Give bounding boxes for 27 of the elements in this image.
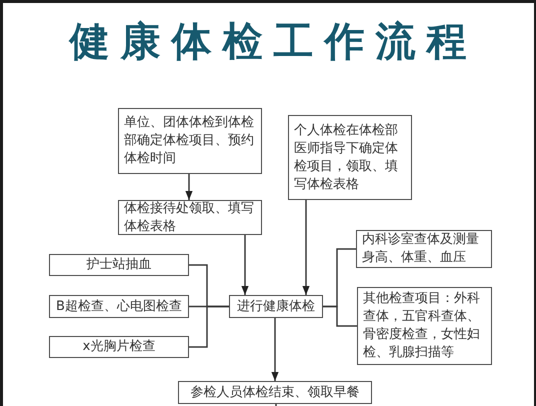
process-box: [229, 295, 323, 318]
step-text: 其他检查项目：外科查体，五官科查体、骨密度检查，女性妇检、乳腺扫描等: [363, 290, 481, 362]
process-box: [178, 381, 372, 404]
connector-line: [275, 404, 277, 406]
process-box: [49, 295, 189, 318]
process-box: [356, 230, 492, 268]
step-text: 护士站抽血: [86, 256, 152, 274]
process-box: [288, 115, 412, 200]
step-text: 内科诊室查体及测量身高、体重、血压: [362, 231, 480, 267]
step-text: 单位、团体体检到体检部确定体检项目、预约体检时间: [124, 114, 255, 168]
process-box: [49, 336, 189, 358]
arrow: [271, 318, 279, 381]
connector-line: [189, 306, 229, 348]
process-box: [49, 254, 189, 276]
process-box: [357, 287, 492, 365]
arrow: [241, 235, 249, 295]
step-text: 参检人员体检结束、领取早餐: [190, 384, 360, 402]
arrow: [302, 200, 310, 295]
step-text: B超检查、心电图检查: [56, 298, 182, 316]
step-text: x光胸片检查: [82, 338, 156, 356]
connector-line: [323, 306, 357, 327]
step-text: 体检接待处领取、填写体检表格: [124, 200, 255, 236]
process-box: [118, 108, 262, 174]
arrow: [185, 174, 193, 200]
diagram-title: 健康体检工作流程: [68, 18, 478, 67]
step-text: 个人体检在体检部医师指导下确定体检项目，领取、填写体检表格: [294, 122, 399, 194]
step-text: 进行健康体检: [237, 298, 315, 316]
